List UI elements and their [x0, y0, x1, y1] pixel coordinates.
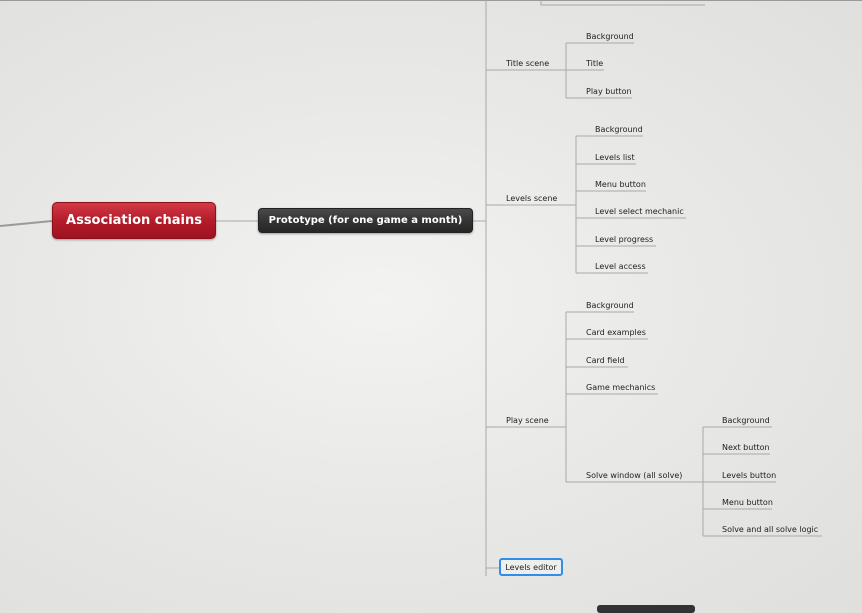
node-title-scene-title[interactable]: Title — [586, 59, 604, 68]
node-levels-scene-background[interactable]: Background — [595, 125, 643, 134]
root-node[interactable]: Association chains — [52, 202, 216, 239]
node-title-scene-play-button[interactable]: Play button — [586, 87, 632, 96]
main-topic-node[interactable]: Prototype (for one game a month) — [258, 208, 473, 233]
node-level-access[interactable]: Level access — [595, 262, 646, 271]
node-solve-background[interactable]: Background — [722, 416, 770, 425]
node-levels-scene[interactable]: Levels scene — [506, 194, 558, 203]
node-play-scene-background[interactable]: Background — [586, 301, 634, 310]
partial-offscreen-node[interactable] — [597, 605, 695, 613]
connector-incoming — [0, 220, 53, 227]
node-next-button[interactable]: Next button — [722, 443, 770, 452]
connector-top-partial — [540, 0, 705, 6]
node-level-progress[interactable]: Level progress — [595, 235, 654, 244]
node-level-select-mechanic[interactable]: Level select mechanic — [595, 207, 684, 216]
node-game-mechanics[interactable]: Game mechanics — [586, 383, 656, 392]
node-card-examples[interactable]: Card examples — [586, 328, 646, 337]
node-solve-menu-button[interactable]: Menu button — [722, 498, 773, 507]
node-levels-list[interactable]: Levels list — [595, 153, 635, 162]
node-solve-logic[interactable]: Solve and all solve logic — [722, 525, 819, 534]
node-levels-button[interactable]: Levels button — [722, 471, 777, 480]
node-card-field[interactable]: Card field — [586, 356, 625, 365]
top-edge-line — [0, 0, 862, 1]
node-play-scene[interactable]: Play scene — [506, 416, 549, 425]
node-title-scene-background[interactable]: Background — [586, 32, 634, 41]
node-levels-menu-button[interactable]: Menu button — [595, 180, 646, 189]
node-levels-editor-selected[interactable]: Levels editor — [499, 558, 563, 576]
node-solve-window[interactable]: Solve window (all solve) — [586, 471, 683, 480]
node-title-scene[interactable]: Title scene — [506, 59, 550, 68]
